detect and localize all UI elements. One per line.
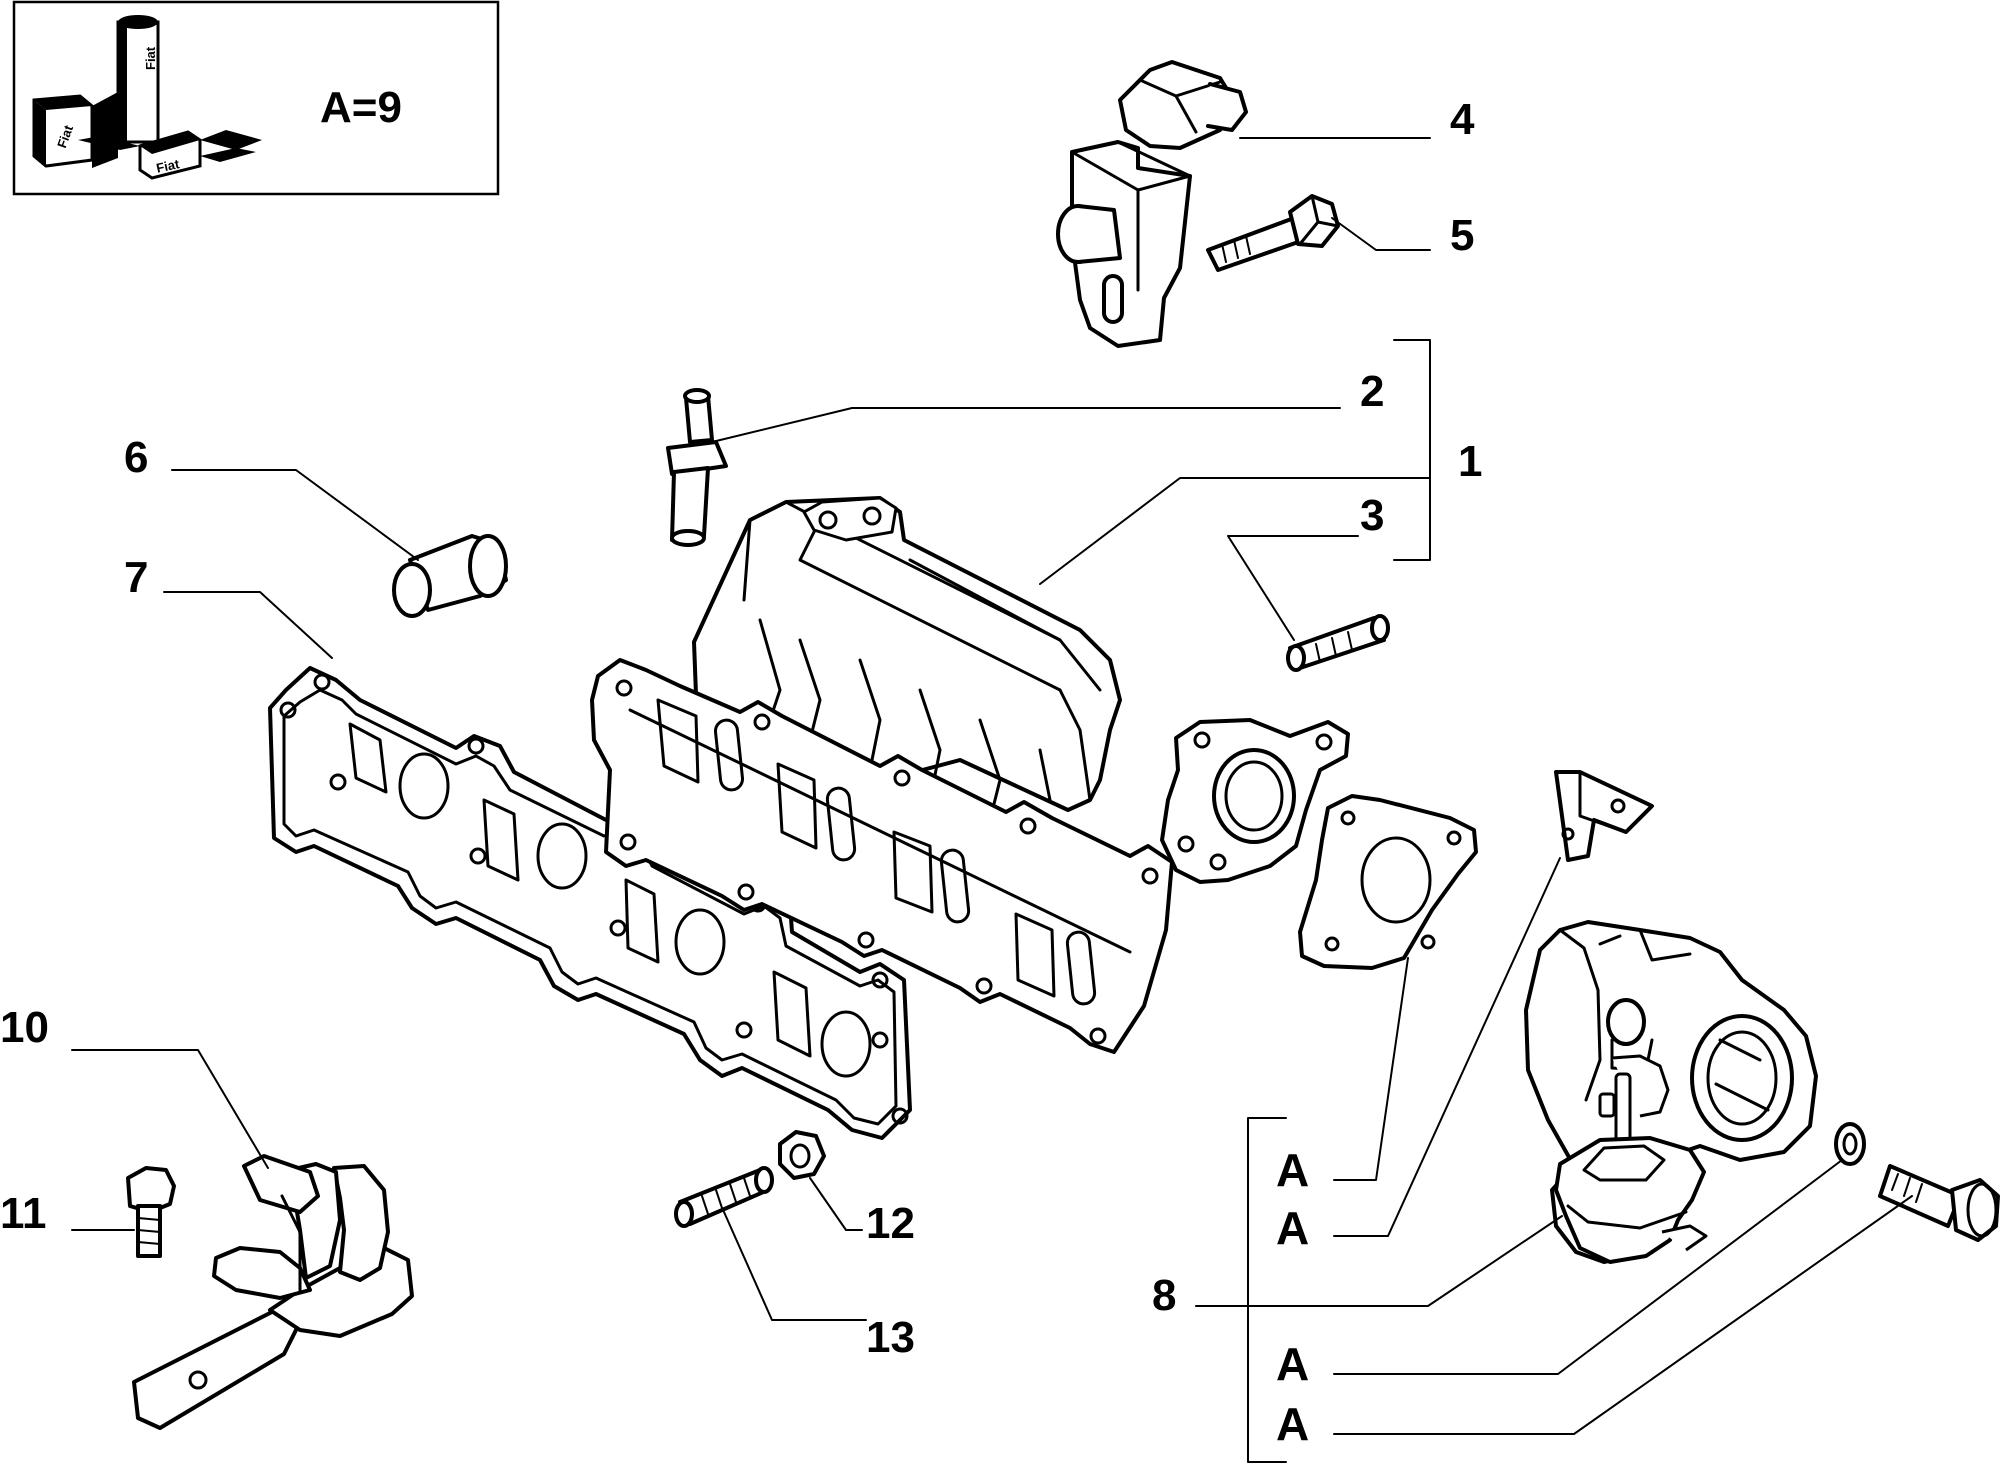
callout-labels: 4 5 2 1 3 6 7 10 11 12 13 8 A A A A bbox=[0, 95, 1482, 1450]
callout-6: 6 bbox=[124, 433, 148, 482]
throttle-gasket bbox=[1298, 794, 1478, 970]
callout-8: 8 bbox=[1152, 1271, 1176, 1320]
throttle-body bbox=[1524, 920, 1818, 1264]
leader-lines bbox=[71, 137, 1913, 1463]
fiat-label-2: Fiat bbox=[143, 46, 158, 70]
bolt bbox=[1206, 194, 1340, 272]
legend-text: A=9 bbox=[320, 83, 402, 132]
callout-3: 3 bbox=[1360, 491, 1384, 540]
nut bbox=[778, 1130, 826, 1180]
washer bbox=[1834, 1122, 1866, 1166]
intake-manifold bbox=[590, 496, 1350, 1054]
callout-a-bracket: A bbox=[1276, 1202, 1309, 1254]
connector-fitting bbox=[666, 388, 728, 547]
callout-12: 12 bbox=[866, 1199, 915, 1248]
l-bracket bbox=[1554, 770, 1654, 862]
callout-5: 5 bbox=[1450, 211, 1474, 260]
callout-a-gasket: A bbox=[1276, 1144, 1309, 1196]
bolt bbox=[126, 1166, 176, 1258]
throttle-bolt bbox=[1878, 1164, 2000, 1242]
sensor bbox=[1056, 60, 1248, 348]
fiat-lubricant-containers-icon: Fiat Fiat Fiat bbox=[32, 15, 262, 180]
stud bbox=[1286, 614, 1390, 672]
callout-1: 1 bbox=[1458, 437, 1482, 486]
callout-7: 7 bbox=[124, 553, 148, 602]
legend-box: Fiat Fiat Fiat A=9 bbox=[12, 0, 500, 196]
callout-10: 10 bbox=[0, 1003, 49, 1052]
callout-a-bolt: A bbox=[1276, 1398, 1309, 1450]
stud bbox=[674, 1166, 774, 1228]
callout-13: 13 bbox=[866, 1313, 915, 1362]
callout-4: 4 bbox=[1450, 95, 1475, 144]
callout-a-washer: A bbox=[1276, 1338, 1309, 1390]
callout-2: 2 bbox=[1360, 367, 1384, 416]
plug bbox=[392, 534, 508, 618]
bracket-clamp bbox=[132, 1154, 414, 1430]
callout-11: 11 bbox=[0, 1189, 47, 1238]
manifold-gasket bbox=[268, 666, 912, 1140]
fiat-label-3: Fiat bbox=[155, 156, 181, 176]
